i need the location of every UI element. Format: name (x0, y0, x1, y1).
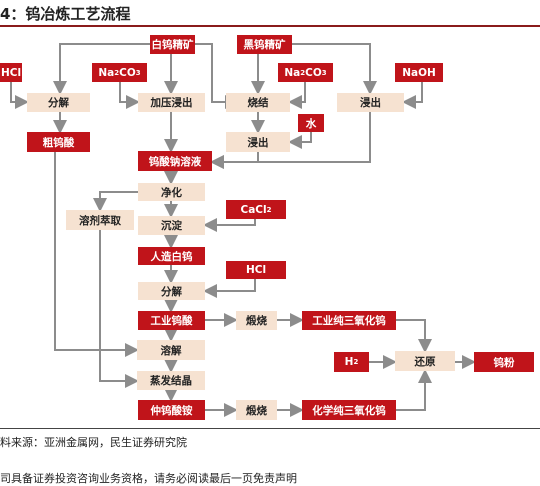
title-divider (0, 25, 540, 27)
na2co3-mid: CO (305, 66, 322, 79)
purify-node: 净化 (138, 183, 205, 201)
naoh-reagent: NaOH (395, 63, 443, 82)
solvent-extraction-node: 溶剂萃取 (66, 210, 134, 230)
precipitate-node: 沉淀 (138, 216, 205, 235)
cacl2-base: CaCl (240, 203, 267, 216)
na2co3-sub2: 3 (321, 68, 327, 77)
leach-node-right: 浸出 (337, 93, 404, 112)
white-tungsten-ore-node: 白钨精矿 (150, 35, 195, 54)
na2co3-base: Na (98, 66, 115, 79)
hcl-reagent-top: HCl (0, 63, 22, 82)
pressure-leach-node: 加压浸出 (138, 93, 205, 112)
crude-tungstic-acid-node: 粗钨酸 (27, 132, 90, 152)
na2co3-mid: CO (119, 66, 136, 79)
h2-base: H (344, 356, 354, 368)
decompose-node-1: 分解 (27, 93, 90, 112)
na2co3-sub2: 3 (135, 68, 141, 77)
chemical-wo3-node: 化学纯三氧化钨 (302, 400, 396, 420)
figure-title: 4：钨冶炼工艺流程 (0, 5, 131, 23)
leach-node-mid: 浸出 (226, 132, 290, 152)
black-tungsten-ore-node: 黑钨精矿 (237, 35, 292, 54)
source-divider (0, 428, 540, 429)
decompose-node-2: 分解 (138, 282, 205, 300)
tungsten-powder-node: 钨粉 (474, 352, 534, 372)
reduce-node: 还原 (395, 351, 455, 371)
hcl-reagent-mid: HCl (226, 261, 286, 279)
industrial-tungstic-acid-node: 工业钨酸 (138, 311, 205, 330)
na2co3-sub1: 2 (300, 68, 306, 77)
sinter-node: 烧结 (226, 93, 290, 112)
sodium-tungstate-node: 钨酸钠溶液 (138, 151, 212, 171)
source-note: 料来源：亚洲金属网，民生证券研究院 (0, 436, 187, 449)
na2co3-base: Na (284, 66, 301, 79)
na2co3-sub1: 2 (114, 68, 120, 77)
h2-sub: 2 (353, 358, 359, 366)
cacl2-sub: 2 (266, 205, 272, 214)
flow-arrows (10, 43, 476, 417)
footer-disclaimer: 司具备证券投资咨询业务资格，请务必阅读最后一页免责声明 (0, 472, 297, 485)
artificial-scheelite-node: 人造白钨 (138, 247, 205, 265)
industrial-wo3-node: 工业纯三氧化钨 (302, 311, 396, 330)
water-reagent: 水 (298, 114, 324, 132)
evaporate-crystallize-node: 蒸发结晶 (137, 371, 205, 390)
calcine-node-2: 煅烧 (236, 400, 277, 420)
dissolve-node: 溶解 (137, 340, 205, 360)
calcine-node-1: 煅烧 (236, 311, 277, 330)
apt-node: 仲钨酸铵 (138, 400, 205, 420)
